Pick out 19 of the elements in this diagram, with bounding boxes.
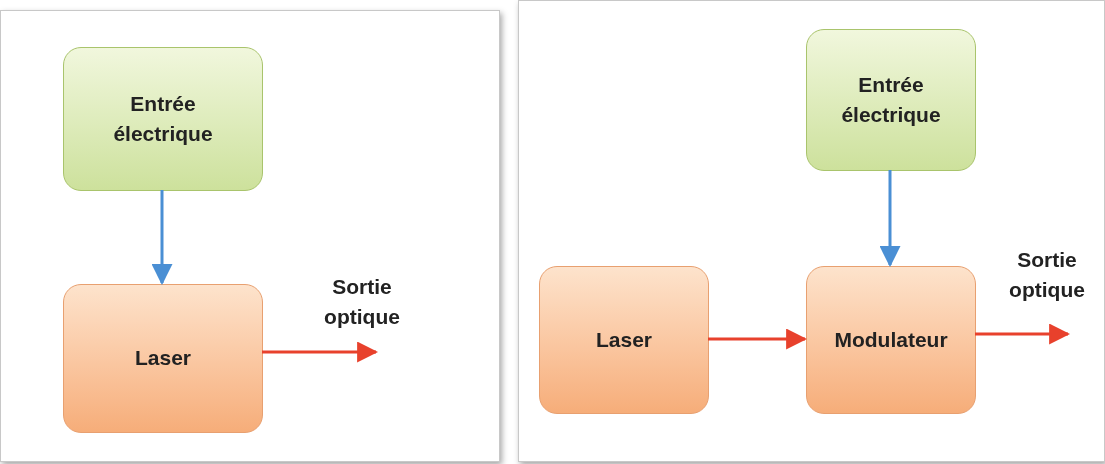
arrow	[975, 323, 1071, 345]
process-box	[806, 29, 976, 171]
process-box	[806, 266, 976, 414]
process-box	[539, 266, 709, 414]
arrow	[708, 328, 808, 350]
box-label: Entrée électrique	[112, 90, 214, 147]
box-label: Laser	[594, 326, 653, 353]
process-box	[63, 47, 263, 191]
arrow	[879, 170, 901, 268]
arrow	[151, 190, 173, 286]
panel-frame	[518, 0, 1105, 462]
box-label: Entrée électrique	[840, 71, 942, 128]
arrow	[262, 341, 379, 363]
output-label: Sortie optique	[1008, 247, 1086, 304]
output-label: Sortie optique	[323, 274, 401, 331]
panel-frame	[0, 10, 500, 462]
box-label: Laser	[133, 345, 192, 372]
process-box	[63, 284, 263, 433]
box-label: Modulateur	[833, 326, 949, 353]
